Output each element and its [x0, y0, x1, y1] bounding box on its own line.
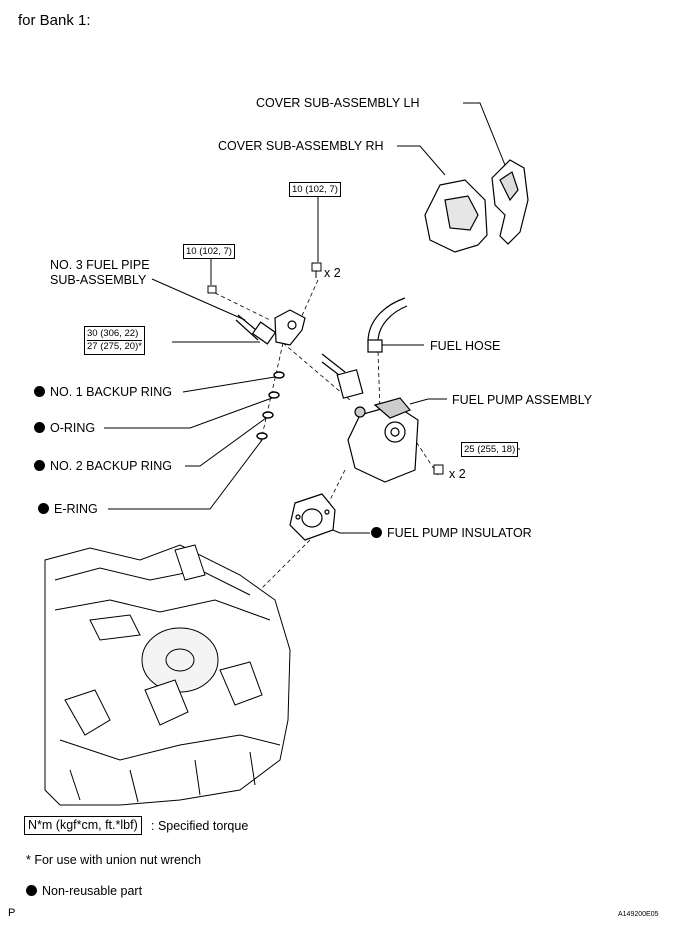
label-fuel-pipe-line2: SUB-ASSEMBLY [50, 273, 147, 287]
engine-block-shape [44, 544, 291, 806]
non-reusable-dot-icon [38, 503, 49, 514]
o-ring-text: O-RING [50, 421, 96, 435]
leader-pump-assembly [409, 398, 447, 405]
torque-box-bolt-left: 10 (102, 7) [183, 244, 235, 259]
cover-lh-shape [491, 159, 529, 245]
label-fuel-pipe-line1: NO. 3 FUEL PIPE [50, 258, 150, 272]
e-ring-text: E-RING [54, 502, 98, 516]
torque-pipe-line1: 30 (306, 22) [87, 328, 139, 339]
multiplier-bolt-top: x 2 [324, 266, 341, 280]
non-reusable-dot-icon [34, 386, 45, 397]
figure-id: A149200E05 [618, 911, 659, 918]
torque-pipe-line2: 27 (275, 20)* [87, 340, 142, 352]
legend-non-reusable-text: Non-reusable part [42, 884, 143, 898]
label-o-ring: O-RING [34, 421, 95, 435]
leader-o-ring [104, 397, 273, 429]
footer-left-code: P [8, 907, 16, 919]
torque-box-fuel-pipe: 30 (306, 22) 27 (275, 20)* [84, 326, 145, 355]
fuel-hose-shape [321, 297, 408, 399]
label-cover-rh: COVER SUB-ASSEMBLY RH [218, 139, 384, 153]
fuel-pump-shape [347, 397, 419, 483]
legend-union-note: * For use with union nut wrench [26, 853, 202, 867]
leader-fuel-pipe [151, 278, 246, 321]
legend-torque-box: N*m (kgf*cm, ft.*lbf) [24, 816, 142, 835]
torque-box-pump-nut: 25 (255, 18) [461, 442, 519, 457]
backup-ring-2-text: NO. 2 BACKUP RING [50, 459, 173, 473]
leader-backup-ring-1 [182, 376, 276, 393]
legend-non-reusable: Non-reusable part [26, 884, 142, 898]
fuel-pump-insulator-text: FUEL PUMP INSULATOR [387, 526, 532, 540]
multiplier-pump-nut: x 2 [449, 467, 466, 481]
label-fuel-pump-assembly: FUEL PUMP ASSEMBLY [452, 393, 593, 407]
leader-e-ring [108, 439, 263, 510]
leader-cover-lh [463, 102, 506, 166]
label-backup-ring-2: NO. 2 BACKUP RING [34, 459, 172, 473]
bolts [207, 262, 322, 294]
label-e-ring: E-RING [38, 502, 98, 516]
label-fuel-pump-insulator: FUEL PUMP INSULATOR [371, 526, 532, 540]
fuel-pipe-shape [235, 309, 306, 346]
legend-torque-text: : Specified torque [151, 819, 249, 833]
non-reusable-dot-icon [26, 885, 37, 896]
backup-ring-1-text: NO. 1 BACKUP RING [50, 385, 173, 399]
page-heading: for Bank 1: [18, 12, 91, 29]
pump-nut-shape [433, 464, 444, 475]
insulator-shape [289, 493, 336, 541]
non-reusable-dot-icon [34, 422, 45, 433]
rings [256, 371, 285, 440]
label-cover-lh: COVER SUB-ASSEMBLY LH [256, 96, 420, 110]
leader-cover-rh [397, 145, 446, 176]
non-reusable-dot-icon [371, 527, 382, 538]
non-reusable-dot-icon [34, 460, 45, 471]
torque-box-bolt-top: 10 (102, 7) [289, 182, 341, 197]
label-backup-ring-1: NO. 1 BACKUP RING [34, 385, 172, 399]
leader-insulator [327, 527, 370, 534]
leader-backup-ring-2 [185, 417, 267, 467]
label-fuel-hose: FUEL HOSE [430, 339, 501, 353]
cover-rh-shape [424, 179, 488, 253]
